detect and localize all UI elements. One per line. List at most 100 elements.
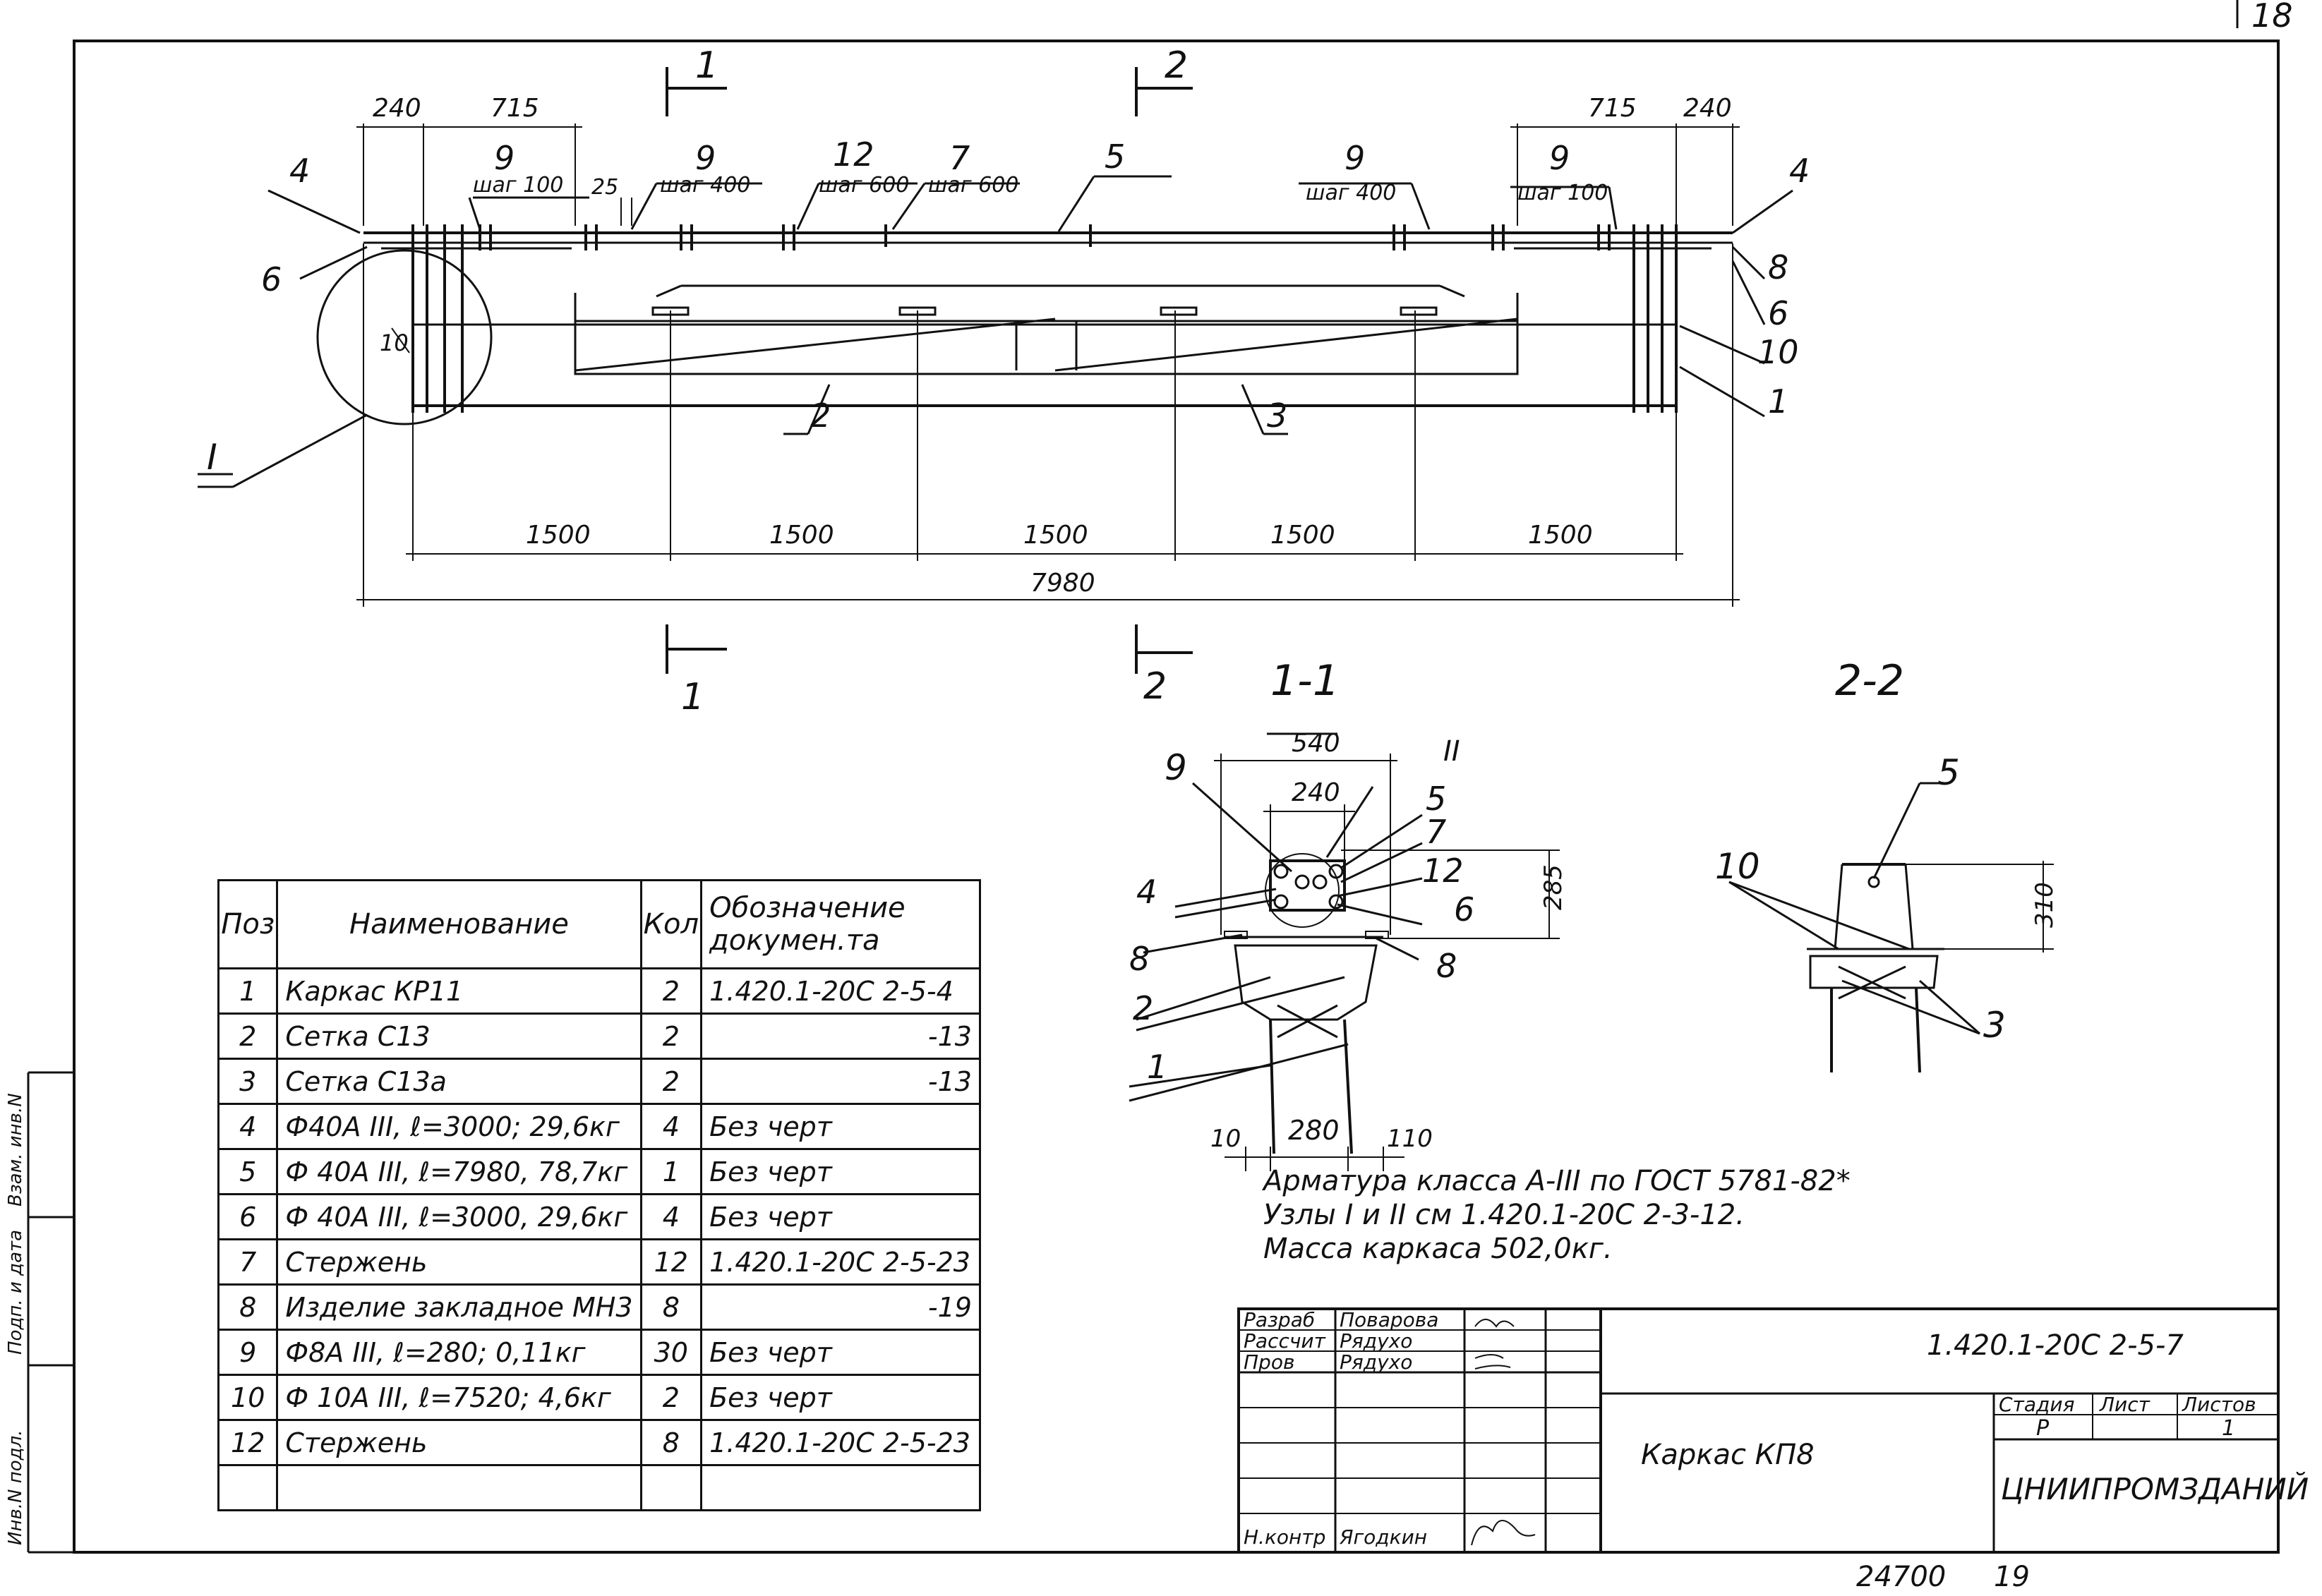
cell-doc: -19	[700, 1283, 981, 1331]
cell-pos: 12	[217, 1419, 279, 1466]
tb-sheets-value: 1	[2222, 1416, 2235, 1441]
s22-callout-5: 5	[1937, 752, 1960, 793]
title-block	[1237, 1307, 2280, 1554]
sheet-frame	[27, 0, 2280, 1554]
callout-4-left: 4	[289, 152, 310, 190]
header-pos: Поз	[217, 879, 279, 969]
note-line-2: Узлы I и II см 1.420.1-20С 2-3-12.	[1263, 1199, 1745, 1231]
callout-3: 3	[1267, 397, 1287, 435]
header-doc-line1: Обозначение	[709, 892, 906, 924]
specification-table: Поз Наименование Кол Обозначение докумен…	[217, 879, 981, 1511]
header-name: Наименование	[276, 879, 642, 969]
span-1: 1500	[526, 521, 591, 550]
section-1-1-title: 1-1	[1270, 656, 1340, 706]
s11-dim-110: 110	[1387, 1125, 1433, 1153]
tb-stage-value: Р	[2036, 1416, 2050, 1441]
callout-2: 2	[810, 397, 831, 435]
cell-name: Ф 40А III, ℓ=3000, 29,6кг	[276, 1193, 642, 1240]
callout-9-d: 9	[1549, 139, 1570, 177]
tb-name-3: Рядухо	[1340, 1350, 1412, 1374]
cell-qty: 2	[639, 1058, 703, 1105]
callout-8: 8	[1768, 248, 1788, 286]
cell-qty: 2	[639, 1374, 703, 1421]
s22-callout-3: 3	[1983, 1005, 2006, 1046]
cell-doc: -13	[700, 1012, 981, 1060]
dim-gap-25: 25	[591, 175, 618, 200]
spacing-left-400: шаг 400	[660, 173, 750, 198]
cell-name: Сетка С13	[276, 1012, 642, 1060]
section-2-2-title: 2-2	[1835, 656, 1904, 706]
s11-dim-280: 280	[1288, 1115, 1340, 1146]
cell-name: Ф8А III, ℓ=280; 0,11кг	[276, 1329, 642, 1376]
callout-10-left: 10	[380, 330, 409, 356]
cell-qty: 2	[639, 967, 703, 1015]
callout-7: 7	[949, 139, 970, 177]
spacing-right-100: шаг 100	[1517, 181, 1608, 205]
cell-name: Изделие закладное МН3	[276, 1283, 642, 1331]
spacing-600-a: шаг 600	[819, 173, 909, 198]
cell-pos: 2	[217, 1012, 279, 1060]
dim-top-240-left: 240	[373, 94, 421, 123]
section-mark-2-bottom: 2	[1143, 665, 1167, 708]
spacing-600-b: шаг 600	[928, 173, 1018, 198]
callout-4-right: 4	[1789, 152, 1810, 190]
s11-node-II: II	[1443, 735, 1460, 768]
cell-name: Ф 10А III, ℓ=7520; 4,6кг	[276, 1374, 642, 1421]
callout-12: 12	[833, 135, 874, 174]
section-mark-1-top: 1	[695, 44, 718, 87]
s11-dim-540: 540	[1292, 729, 1340, 758]
cell-qty: 1	[639, 1148, 703, 1195]
cell-pos: 5	[217, 1148, 279, 1195]
s11-callout-9: 9	[1165, 747, 1187, 788]
callout-9-a: 9	[494, 139, 515, 177]
cell-pos: 10	[217, 1374, 279, 1421]
callout-5: 5	[1105, 138, 1125, 176]
s22-callout-10: 10	[1715, 846, 1760, 887]
header-doc-line2: докумен.та	[709, 924, 880, 957]
margin-stamp-1: Инв.N подл.	[5, 1429, 26, 1545]
node-I-label: I	[207, 437, 217, 478]
s22-dim-310: 310	[2031, 882, 2059, 928]
section-mark-1-bottom: 1	[681, 676, 704, 718]
cell-pos: 7	[217, 1238, 279, 1286]
tb-name-1: Поварова	[1340, 1308, 1438, 1331]
dim-top-715-left: 715	[491, 94, 539, 123]
s11-callout-5: 5	[1426, 780, 1446, 818]
cell-pos: 4	[217, 1103, 279, 1150]
s11-dim-285: 285	[1539, 864, 1568, 910]
cell-pos: 1	[217, 967, 279, 1015]
cell-name: Ф40А III, ℓ=3000; 29,6кг	[276, 1103, 642, 1150]
cell-name	[276, 1464, 642, 1511]
span-5: 1500	[1528, 521, 1593, 550]
total-length: 7980	[1030, 569, 1095, 598]
elevation-view	[198, 123, 1793, 607]
s11-callout-7: 7	[1426, 813, 1446, 851]
cell-qty: 8	[639, 1419, 703, 1466]
s11-callout-12: 12	[1422, 852, 1464, 890]
cell-pos: 9	[217, 1329, 279, 1376]
callout-1: 1	[1768, 382, 1788, 421]
cell-qty: 8	[639, 1283, 703, 1331]
cell-name: Стержень	[276, 1419, 642, 1466]
tb-drawing-title: Каркас КП8	[1641, 1439, 1815, 1471]
cell-pos: 6	[217, 1193, 279, 1240]
margin-stamp-2: Подп. и дата	[5, 1230, 26, 1355]
s11-callout-6: 6	[1454, 890, 1474, 929]
cell-doc: Без черт	[700, 1148, 981, 1195]
cell-name: Стержень	[276, 1238, 642, 1286]
cell-doc: 1.420.1-20С 2-5-23	[700, 1419, 981, 1466]
callout-6-left: 6	[261, 260, 282, 298]
tb-role-6: Н.контр	[1244, 1525, 1325, 1549]
cell-doc: Без черт	[700, 1193, 981, 1240]
section-marks	[666, 67, 1193, 674]
cell-name: Сетка С13а	[276, 1058, 642, 1105]
